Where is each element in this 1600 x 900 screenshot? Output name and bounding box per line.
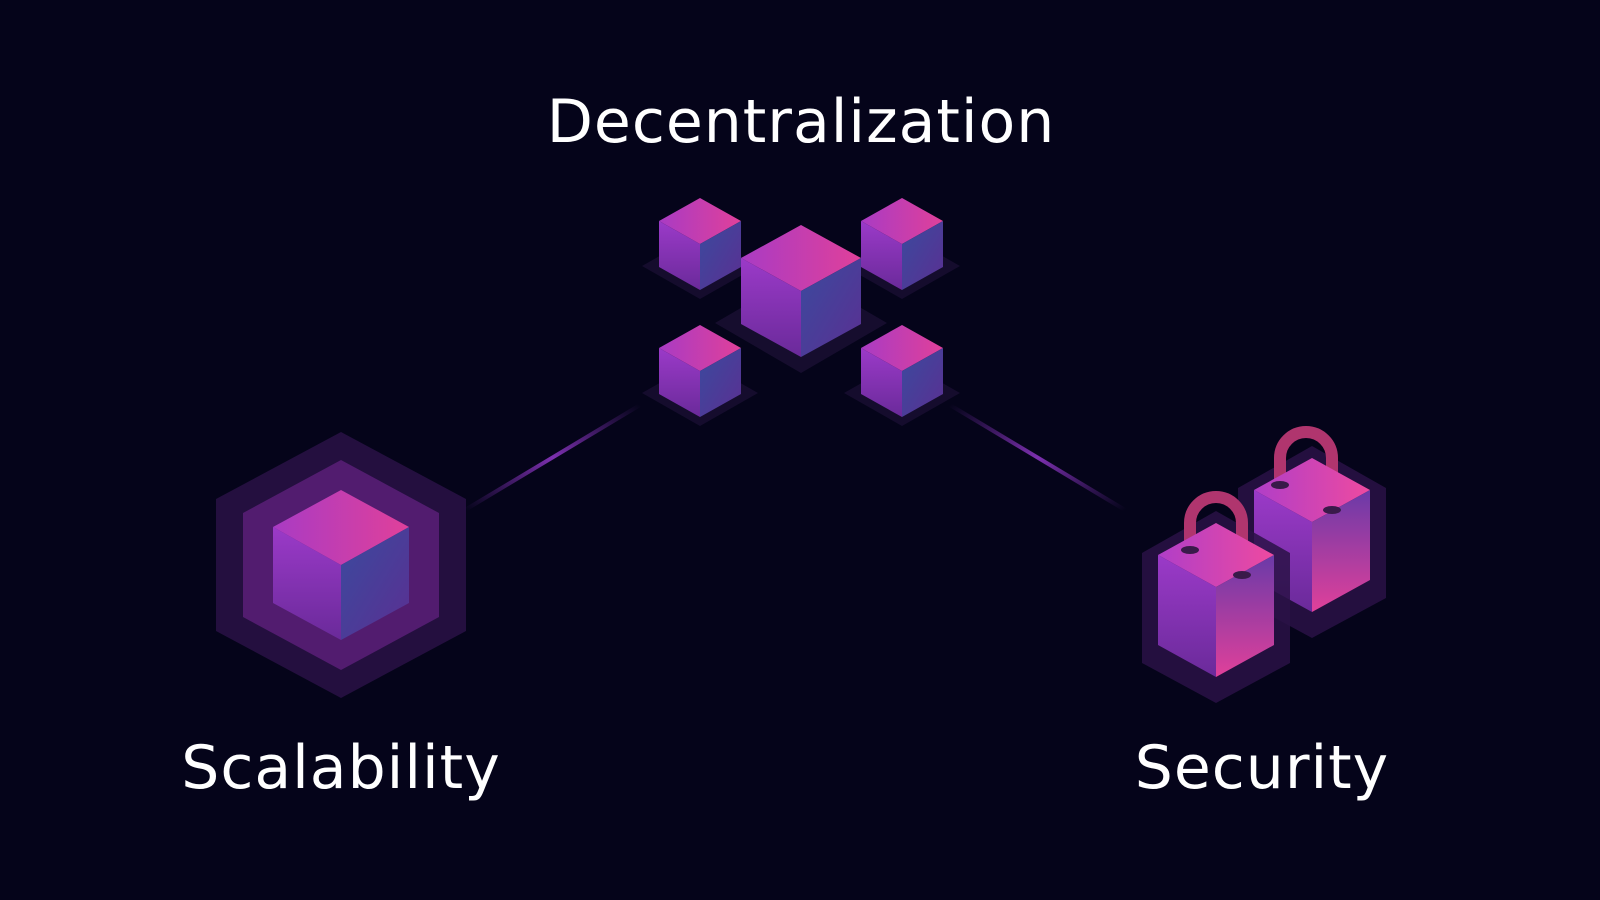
connector-lines	[463, 403, 1127, 598]
layered-cube-icon	[216, 432, 466, 698]
label-security: Security	[1134, 733, 1390, 803]
node-cube-top-left	[642, 198, 758, 299]
label-decentralization: Decentralization	[546, 87, 1056, 157]
label-scalability: Scalability	[181, 733, 501, 803]
padlocks-icon	[1142, 426, 1386, 703]
connector-top-right	[948, 403, 1127, 512]
node-cube-bottom-left	[642, 325, 758, 426]
node-cube-top-right	[844, 198, 960, 299]
connector-left-top	[463, 403, 642, 512]
node-cube-center	[715, 225, 887, 373]
padlock-front	[1142, 491, 1290, 703]
node-cube-bottom-right	[844, 325, 960, 426]
network-nodes-icon	[642, 198, 960, 426]
